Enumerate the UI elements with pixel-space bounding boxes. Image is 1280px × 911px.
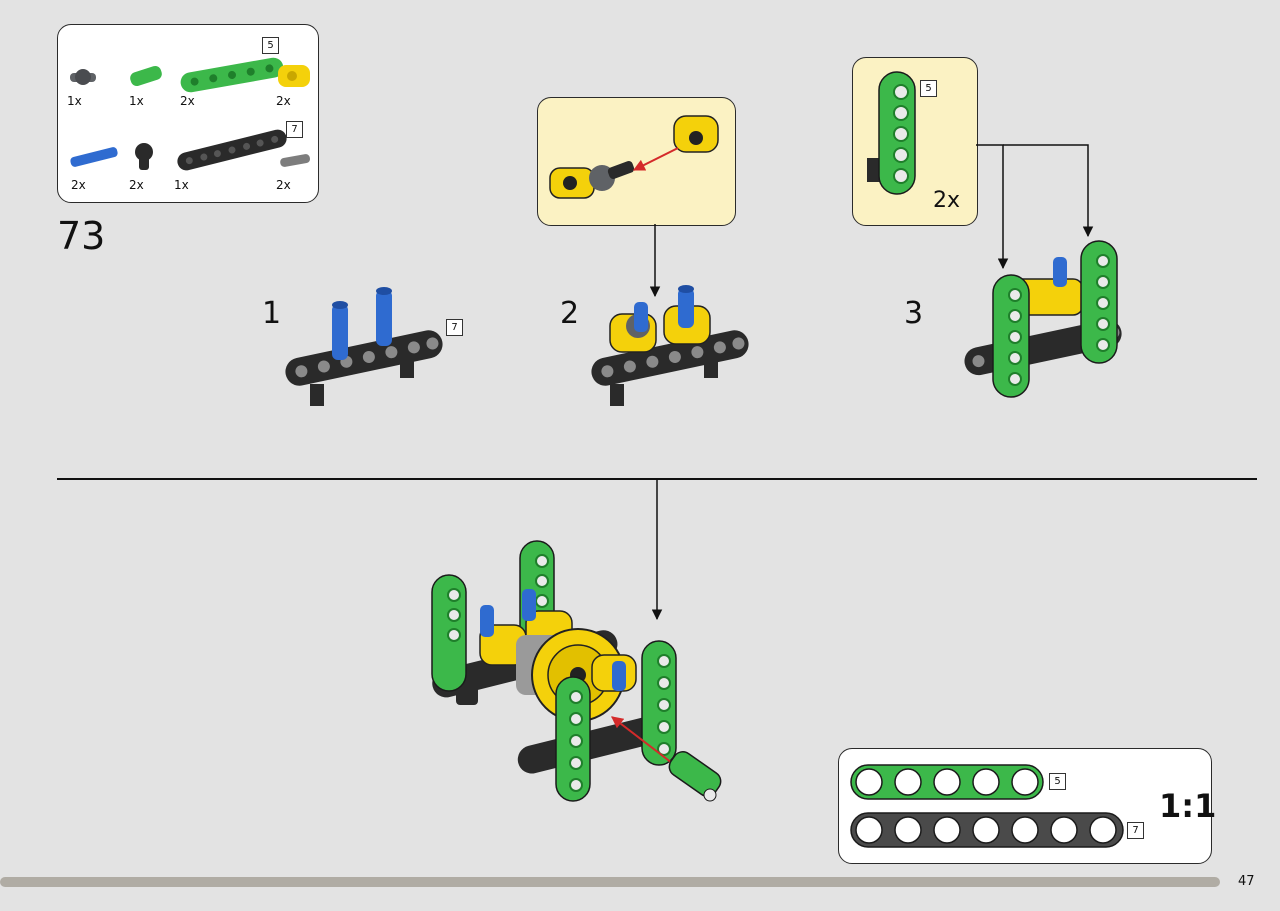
green-beam-5-icon	[1080, 240, 1118, 364]
connector-peg-icon	[70, 69, 96, 85]
section-divider	[57, 478, 1257, 480]
sub-assembly-art	[549, 115, 719, 199]
sub-step-number: 3	[904, 296, 924, 331]
beam-length-badge: 5	[920, 80, 937, 97]
step-number: 73	[57, 214, 106, 258]
sub-step-number: 2	[560, 296, 580, 331]
blue-axle-pin-icon	[332, 301, 348, 360]
sub-step-number: 1	[262, 296, 282, 331]
attach-arrows-icon	[976, 144, 1094, 270]
parts-list-panel: 1x 1x 2x 2x 2x 2x 1x 2x 5 7	[57, 24, 319, 203]
green-beam-5-icon	[180, 57, 284, 93]
repeat-callout-art	[867, 71, 916, 195]
blue-axle-pin-icon	[634, 302, 648, 332]
repeat-count: 2x	[933, 188, 961, 213]
blue-axle-pin-icon	[70, 147, 118, 167]
blue-axle-pin-icon	[376, 287, 392, 346]
beam-length-badge: 7	[286, 121, 303, 138]
black-pin-connector-icon	[135, 143, 153, 170]
green-axle-connector-icon	[668, 751, 722, 802]
sub-step-1-model	[285, 287, 443, 406]
insert-arrow-icon	[611, 716, 673, 764]
scale-guide-panel: 5 7 1:1	[838, 748, 1216, 864]
yellow-connector-icon	[673, 115, 719, 153]
parts-list-art	[70, 57, 311, 171]
qty-yellow-connector: 2x	[276, 94, 291, 108]
qty-black-pin-connector: 2x	[129, 178, 144, 192]
scale-guide-art	[850, 764, 1124, 848]
black-beam-7-icon	[177, 129, 287, 171]
repeat-callout: 5 2x	[852, 57, 978, 226]
insert-arrow-icon	[632, 147, 679, 171]
black-beam-7-icon	[850, 812, 1124, 848]
qty-connector-peg: 1x	[67, 94, 82, 108]
beam-length-badge: 5	[262, 37, 279, 54]
green-beam-5-icon	[850, 764, 1044, 800]
green-beam-5-icon	[431, 574, 467, 692]
yellow-connector-icon	[549, 167, 595, 199]
page-number: 47	[1238, 874, 1255, 889]
qty-green-axle-connector: 1x	[129, 94, 144, 108]
qty-grey-pin: 2x	[276, 178, 291, 192]
scale-label: 1:1	[1159, 787, 1217, 825]
grey-pin-icon	[280, 154, 311, 167]
green-beam-5-icon	[992, 274, 1030, 398]
beam-length-badge: 5	[1049, 773, 1066, 790]
qty-black-beam-7: 1x	[174, 178, 189, 192]
green-beam-5-icon	[641, 640, 677, 766]
down-arrow-icon	[651, 479, 663, 621]
connector-peg-icon	[589, 161, 635, 191]
green-axle-connector-icon	[130, 65, 162, 87]
sub-assembly-callout	[537, 97, 736, 226]
sub-step-3-model	[964, 240, 1122, 398]
qty-blue-axle-pin: 2x	[71, 178, 86, 192]
beam-length-badge: 7	[1127, 822, 1144, 839]
green-beam-5-icon	[878, 71, 916, 195]
progress-bar	[0, 877, 1220, 887]
qty-green-beam-5: 2x	[180, 94, 195, 108]
sub-step-2-model	[591, 285, 749, 406]
blue-axle-pin-icon	[678, 285, 694, 328]
down-arrow-icon	[649, 224, 661, 298]
green-beam-5-icon	[555, 676, 591, 802]
yellow-connector-icon	[278, 65, 310, 87]
main-assembly-model	[431, 540, 722, 802]
beam-length-badge: 7	[446, 319, 463, 336]
